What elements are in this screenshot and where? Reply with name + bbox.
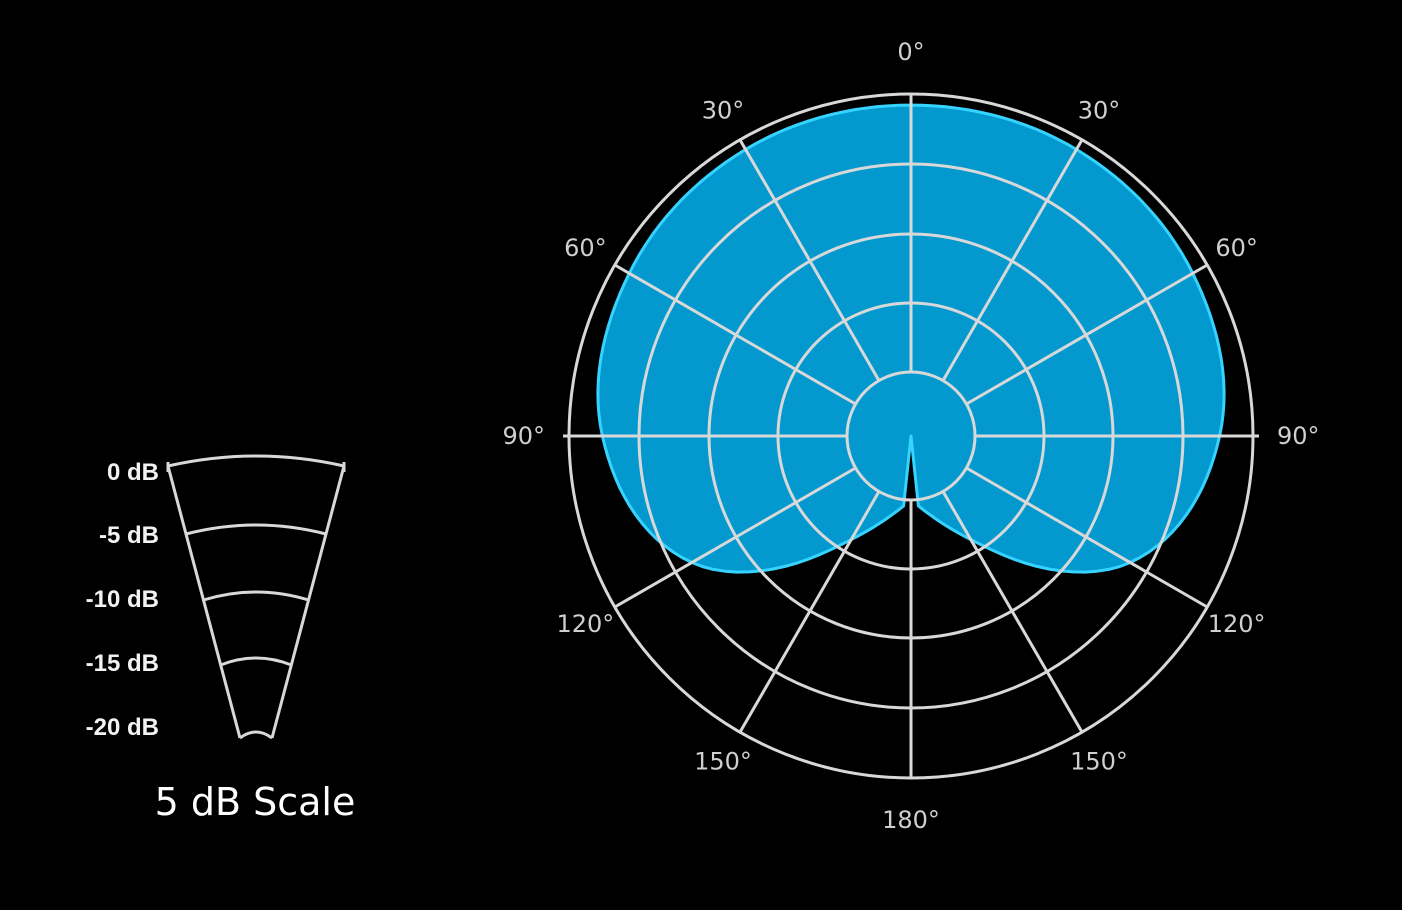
scale-edge-left [166,465,242,739]
angle-label: 90° [502,422,545,450]
db-label: -15 dB [86,650,159,677]
grid-spoke [614,263,857,406]
scale-title: 5 dB Scale [155,780,356,824]
scale-arc [167,454,345,468]
grid-spoke [965,466,1208,609]
angle-label: 30° [702,96,745,124]
scale-arc [239,730,273,740]
db-label: 0 dB [107,459,159,486]
scale-arc [220,656,292,667]
grid-spoke [738,490,881,733]
angle-label: 150° [694,748,752,776]
angle-label: 90° [1277,422,1320,450]
polar-grid [563,92,1259,780]
angle-label: 120° [1208,610,1266,638]
db-label: -20 dB [86,714,159,741]
angle-label: 0° [897,38,924,66]
grid-spoke [941,139,1084,382]
scale-arc [185,523,327,536]
db-scale-wedge [166,454,346,740]
db-label: -5 dB [99,522,159,549]
angle-labels: 0° 30° 30° 60° 60° 90° 90° 120° 120° 150° 150° 180° [502,38,1319,834]
angle-label: 120° [556,610,614,638]
grid-spoke [738,139,881,382]
scale-edge-right [270,465,346,739]
angle-label: 180° [882,806,940,834]
angle-label: 30° [1078,96,1121,124]
db-label: -10 dB [86,586,159,613]
grid-spoke [965,263,1208,406]
grid-spoke [614,466,857,609]
angle-label: 60° [1215,234,1258,262]
db-scale-legend: 0 dB -5 dB -10 dB -15 dB -20 dB 5 dB Scale [86,454,356,824]
angle-label: 150° [1070,748,1128,776]
angle-label: 60° [564,234,607,262]
grid-spoke [941,490,1084,733]
db-scale-labels: 0 dB -5 dB -10 dB -15 dB -20 dB [86,459,159,741]
scale-arc [203,590,309,602]
